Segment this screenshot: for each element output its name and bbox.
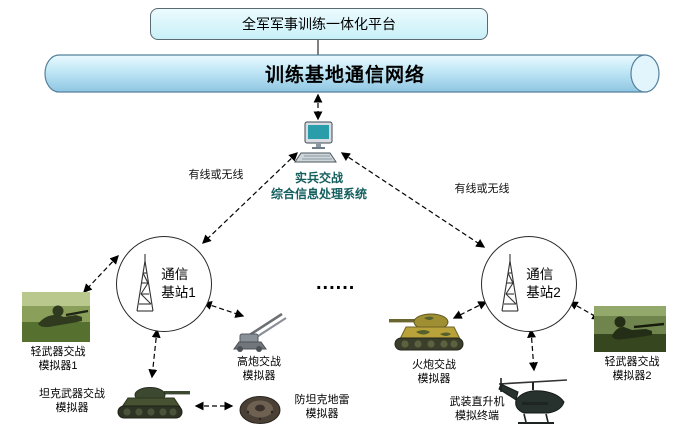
anti-tank-mine-image [238, 392, 282, 428]
station1-to-tank-link [148, 328, 161, 379]
attack-helicopter-image [496, 374, 570, 432]
artillery-simulator-label: 火炮交战 模拟器 [412, 359, 456, 386]
tank-simulator-image [112, 380, 192, 422]
base-station-1-label: 通信 基站1 [161, 266, 196, 300]
light-weapon-simulator-1-label: 轻武器交战 模拟器1 [30, 346, 86, 373]
aa-gun-simulator-label: 高炮交战 模拟器 [237, 356, 281, 383]
tank-simulator-label: 坦克武器交战 模拟器 [39, 388, 105, 415]
base-station-2: 通信 基站2 [481, 236, 577, 332]
platform-title: 全军军事训练一体化平台 [242, 16, 396, 32]
more-stations-ellipsis: ...... [316, 272, 356, 294]
station1-to-light1-link [83, 255, 119, 293]
antenna-tower-icon [132, 253, 158, 315]
link-label-right: 有线或无线 [454, 183, 510, 195]
light-weapon-simulator-2-image [594, 306, 666, 352]
processing-system-label: 实兵交战 综合信息处理系统 [270, 171, 367, 202]
aa-gun-simulator-image [228, 310, 290, 352]
light-weapon-simulator-1-image [22, 292, 90, 342]
network-cylinder-cap [630, 54, 660, 93]
processing-computer-icon [292, 120, 344, 168]
attack-helicopter-label: 武装直升机 模拟终端 [449, 396, 505, 423]
platform-title-box: 全军军事训练一体化平台 [150, 8, 488, 40]
artillery-simulator-image [386, 306, 470, 354]
base-station-1: 通信 基站1 [116, 236, 212, 332]
base-station-2-label: 通信 基站2 [526, 266, 561, 300]
light-weapon-simulator-2-label: 轻武器交战 模拟器2 [604, 356, 660, 383]
station2-to-heli-link [527, 328, 538, 372]
network-title: 训练基地通信网络 [264, 65, 425, 86]
anti-tank-mine-label: 防坦克地雷 模拟器 [294, 394, 350, 421]
link-label-left: 有线或无线 [188, 169, 244, 181]
antenna-tower-icon [497, 253, 523, 315]
